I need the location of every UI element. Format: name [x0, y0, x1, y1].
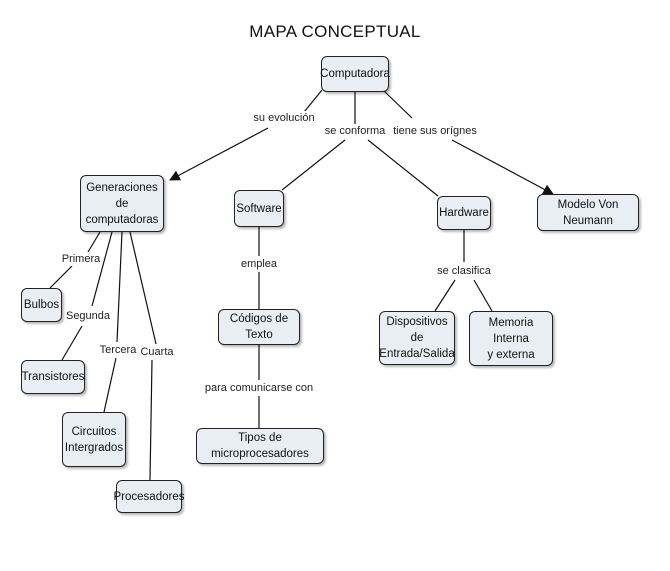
connector-se-conforma-hardware	[367, 139, 439, 197]
connector-generaciones-cuarta	[129, 231, 157, 345]
node-generaciones[interactable]: Generaciones de computadoras	[80, 175, 164, 232]
connector-tercera-circuitos	[103, 357, 117, 413]
link-segunda: Segunda	[64, 309, 112, 323]
connector-primera-bulbos	[49, 265, 73, 289]
link-para-comunicarse-con: para comunicarse con	[203, 381, 315, 395]
connector-segunda-transistores	[61, 325, 83, 361]
link-primera: Primera	[60, 252, 102, 266]
node-circuitos-integrados[interactable]: Circuitos Intergrados	[62, 412, 126, 467]
node-software[interactable]: Software	[234, 190, 284, 227]
connector-clasifica-memoria	[473, 279, 493, 312]
connector-se-conforma-software	[281, 139, 346, 191]
node-hardware[interactable]: Hardware	[437, 196, 491, 230]
connector-computadora-origenes	[382, 89, 413, 119]
connector-cuarta-procesadores	[149, 359, 153, 481]
link-tercera: Tercera	[98, 343, 138, 357]
node-procesadores[interactable]: Procesadores	[114, 480, 184, 513]
connector-su-evolucion-generaciones	[169, 127, 269, 181]
link-su-evolucion: su evolución	[252, 111, 316, 125]
connector-generaciones-tercera	[116, 231, 123, 343]
node-bulbos[interactable]: Bulbos	[21, 288, 62, 322]
node-computadora[interactable]: Computadora	[320, 56, 390, 92]
page-title: MAPA CONCEPTUAL	[249, 22, 421, 41]
node-tipos-de-microprocesadores[interactable]: Tipos de microprocesadores	[196, 428, 324, 464]
node-transistores[interactable]: Transistores	[21, 360, 85, 394]
connector-generaciones-segunda	[91, 231, 113, 307]
connector-generaciones-primera	[87, 231, 101, 253]
link-tiene-sus-origenes: tiene sus orígnes	[392, 124, 478, 138]
node-memoria-interna-externa[interactable]: Memoria Interna y externa	[469, 311, 553, 366]
node-codigos-de-texto[interactable]: Códigos de Texto	[218, 309, 300, 345]
connector-origenes-von-neumann	[451, 139, 554, 195]
connector-clasifica-dispositivos	[434, 279, 456, 312]
link-cuarta: Cuarta	[139, 345, 175, 359]
link-se-conforma: se conforma	[323, 124, 387, 138]
node-dispositivos-entrada-salida[interactable]: Dispositivos de Entrada/Salida	[379, 311, 455, 365]
node-modelo-von-neumann[interactable]: Modelo Von Neumann	[537, 194, 639, 231]
link-emplea: emplea	[239, 257, 279, 271]
link-se-clasifica: se clasifica	[436, 264, 492, 278]
